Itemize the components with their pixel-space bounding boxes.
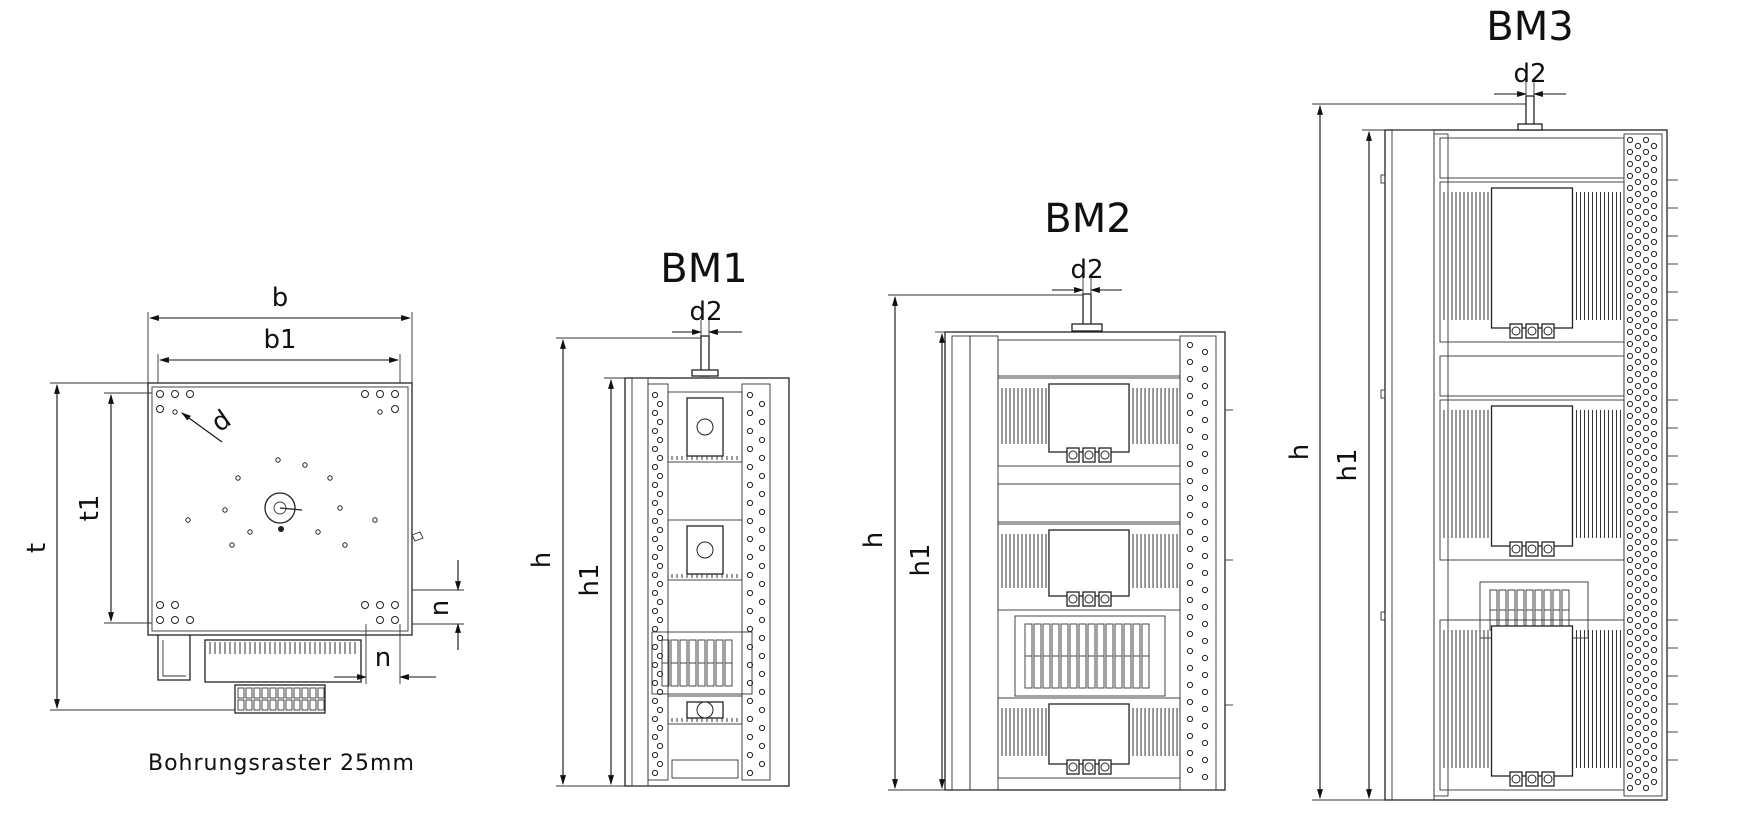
bm1-view: BM1 d2 h h1 — [527, 246, 790, 787]
label-t1: t1 — [75, 495, 105, 522]
bm3-view: BM3 d2 h h1 — [1285, 4, 1678, 801]
label-b1: b1 — [263, 325, 296, 355]
terminal-box — [204, 639, 362, 683]
bm3-label-h1: h1 — [1333, 448, 1363, 481]
bm2-label-d2: d2 — [1070, 255, 1103, 285]
label-n-horizontal: n — [375, 643, 391, 673]
mounting-holes — [156, 390, 399, 624]
bm2-label-h1: h1 — [906, 543, 936, 576]
label-n-vertical: n — [425, 600, 455, 616]
bm1-label-h1: h1 — [575, 563, 605, 596]
bm2-title: BM2 — [1044, 196, 1131, 242]
top-view: b b1 t t1 d n n Bohrungsraster 25mm — [22, 283, 464, 776]
bm3-label-d2: d2 — [1513, 59, 1546, 89]
bm1-label-d2: d2 — [689, 297, 722, 327]
label-t: t — [22, 543, 52, 553]
bm3-label-h: h — [1285, 444, 1315, 460]
bm2-view: BM2 d2 h h1 — [859, 196, 1233, 791]
bm3-title: BM3 — [1486, 4, 1573, 50]
caption-hole-grid: Bohrungsraster 25mm — [148, 751, 415, 776]
bm2-label-h: h — [859, 532, 889, 548]
label-b: b — [272, 283, 289, 313]
bm1-title: BM1 — [660, 246, 747, 292]
bm1-label-h: h — [527, 552, 557, 568]
dim-d — [181, 412, 223, 443]
